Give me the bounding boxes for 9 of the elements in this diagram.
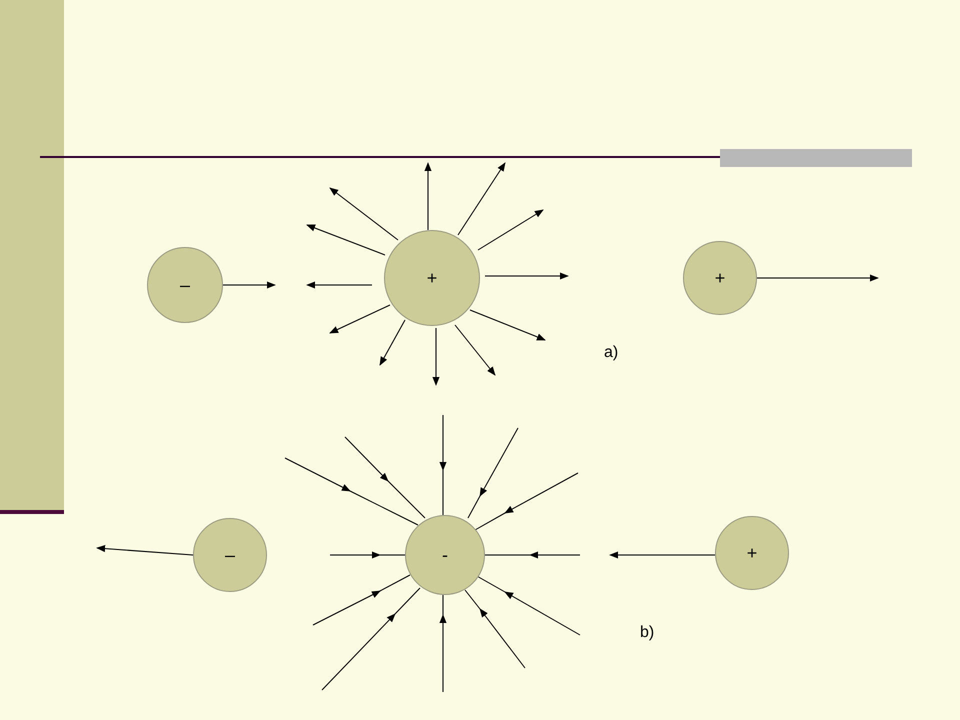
charge-sign: +: [746, 544, 758, 562]
charge-circle: [405, 515, 485, 595]
charge-sign: +: [426, 269, 438, 287]
charge-sign: -: [442, 546, 448, 564]
charge-sign: –: [180, 276, 190, 294]
charge-sign: –: [224, 546, 235, 564]
panel-label: b): [640, 624, 654, 642]
charge-sign: +: [714, 269, 726, 287]
panel-label: a): [604, 344, 618, 362]
